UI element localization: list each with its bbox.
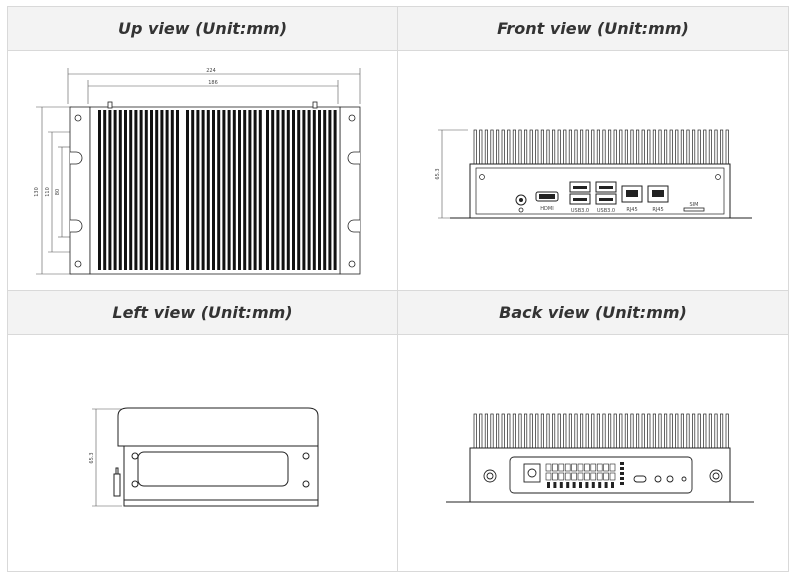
front-view-title: Front view (Unit:mm) [497,19,689,38]
back-view-title: Back view (Unit:mm) [499,303,687,322]
front-height-label: 65.3 [435,168,441,179]
views-table: Up view (Unit:mm) Front view (Unit:mm) L… [7,6,789,572]
front-view-drawing: 65.3 HDMI US [398,52,788,290]
up-heatsink-fins [98,110,337,270]
up-inner-width-label: 186 [208,80,218,86]
up-height-label: 130 [34,187,40,197]
row-divider [8,290,788,291]
left-view-drawing: 65.3 [8,336,397,572]
back-heatsink-fins [473,413,729,449]
front-view-header: Front view (Unit:mm) [398,7,788,51]
up-view-drawing: 224 186 130 110 80 [8,52,397,290]
left-view-title: Left view (Unit:mm) [112,303,293,322]
up-view-title: Up view (Unit:mm) [117,19,287,38]
back-view-header: Back view (Unit:mm) [398,291,788,335]
terminal-block [545,462,624,488]
up-pitch-b-label: 80 [55,189,61,195]
up-outer-width-label: 224 [206,68,216,74]
port-sim-label: SIM [690,202,699,208]
back-view-drawing [398,336,788,572]
port-usb-a-label: USB3.0 [571,208,589,214]
port-lan1-label: RJ45 [626,207,637,213]
left-view-header: Left view (Unit:mm) [8,291,397,335]
front-heatsink-fins [473,129,729,165]
column-divider [397,7,398,571]
port-lan2-label: RJ45 [652,207,663,213]
port-hdmi-label: HDMI [540,206,553,212]
port-usb-b-label: USB3.0 [597,208,615,214]
left-height-label: 65.3 [89,452,95,463]
up-pitch-a-label: 110 [45,187,51,197]
up-view-header: Up view (Unit:mm) [8,7,397,51]
